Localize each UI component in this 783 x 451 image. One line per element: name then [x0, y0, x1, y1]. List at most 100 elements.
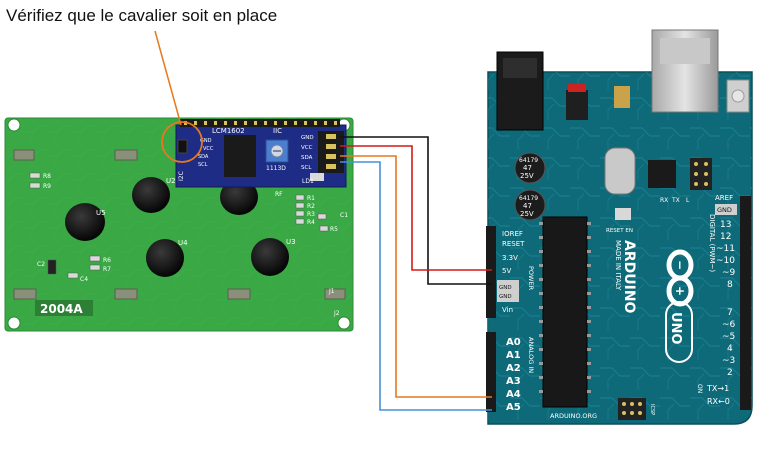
cap1-line3: 25V [520, 172, 534, 180]
pin-d10: ~10 [716, 256, 735, 266]
label-r6: R6 [103, 257, 111, 264]
label-c1: C1 [340, 212, 348, 219]
backlight-jumper[interactable] [177, 139, 188, 154]
cap1-line2: 47 [523, 164, 532, 172]
wire-scl [340, 161, 492, 411]
pin-d1: TX→1 [706, 384, 729, 393]
pin-d12: 12 [720, 232, 731, 242]
cap2-line1: 64179 [519, 195, 538, 202]
label-r7: R7 [103, 266, 111, 273]
digital-label: DIGITAL (PWM~) [708, 214, 716, 272]
l-led-label: L [686, 197, 690, 204]
i2c-pin-vcc: VCC [301, 145, 313, 151]
pin-gnd-digital: GND [717, 206, 732, 214]
on-label: ON [696, 384, 703, 393]
label-j2: J2 [333, 310, 340, 317]
made-in-label: MADE IN ITALY [614, 240, 622, 291]
cob-chip-u3 [251, 238, 289, 276]
label-r8: R8 [43, 173, 51, 180]
arduino-uno: 64179 47 25V 64179 47 25V [486, 29, 753, 425]
pin-gnd1: GND [499, 285, 512, 291]
digital-header [740, 196, 751, 410]
cob-chip-u4 [146, 239, 184, 277]
label-r2: R2 [307, 203, 315, 210]
pin-d4: 4 [727, 344, 733, 354]
label-c4: C4 [80, 276, 88, 283]
label-r4: R4 [307, 219, 315, 226]
pin-d2: 2 [727, 368, 733, 378]
cap1-line1: 64179 [519, 157, 538, 164]
lcd-module: U2 U3 U4 U5 R8 R9 R6 R7 C4 C2 C1 J1 J2 [4, 30, 354, 332]
backpack-pin-sda: SDA [198, 154, 209, 160]
pin-a0: A0 [506, 337, 521, 348]
lcd-model-label: 2004A [40, 302, 83, 316]
wire-gnd [340, 136, 492, 285]
svg-text:+: + [673, 286, 687, 296]
i2c-pin-scl: SCL [301, 165, 312, 171]
label-r9: R9 [43, 183, 51, 190]
pin-a1: A1 [506, 350, 521, 361]
pin-aref: AREF [715, 194, 733, 202]
label-j1: J1 [328, 288, 335, 295]
mount-hole [7, 316, 21, 330]
pin-a3: A3 [506, 376, 521, 387]
label-u3: U3 [286, 238, 296, 246]
atmega-chip [542, 216, 588, 408]
i2c-pin-gnd: GND [301, 135, 314, 141]
pin-d0: RX←0 [707, 397, 730, 406]
label-c2: C2 [37, 261, 45, 268]
caption: Vérifiez que le cavalier soit en place [6, 6, 278, 25]
mount-hole [7, 118, 21, 132]
website-label: ARDUINO.ORG [550, 412, 597, 420]
power-header [486, 226, 496, 318]
pin-reset: RESET [502, 240, 525, 248]
pin-d6: ~6 [722, 320, 736, 330]
capacitor-1: 64179 47 25V [514, 152, 546, 184]
pin-d8: 8 [727, 280, 733, 290]
pcf8574-chip [224, 135, 256, 177]
label-ld1: LD1 [302, 178, 314, 185]
rx-led-label: RX [660, 197, 668, 204]
i2c-pin-sda: SDA [301, 155, 313, 161]
i2c-side-label: I2C [178, 171, 185, 181]
jumper-highlight-circle [161, 121, 203, 163]
backpack-pin-gnd: GND [200, 138, 212, 144]
label-r5: R5 [330, 226, 338, 233]
pin-a5: A5 [506, 402, 521, 413]
label-u5: U5 [96, 209, 106, 217]
wire-vcc [340, 145, 492, 271]
brand-label: ARDUINO [621, 240, 637, 314]
label-r1: R1 [307, 195, 315, 202]
arduino-logo: − + [666, 249, 694, 307]
analog-label: ANALOG IN [527, 337, 535, 373]
pin-gnd2: GND [499, 294, 512, 300]
pin-d3: ~3 [722, 356, 735, 366]
cap2-line3: 25V [520, 210, 534, 218]
pin-d13: 13 [720, 220, 731, 230]
pin-d11: ~11 [716, 244, 735, 254]
pin-3v3: 3.3V [502, 254, 518, 262]
tx-led-label: TX [671, 197, 680, 204]
crystal [604, 147, 636, 195]
cap2-line2: 47 [523, 202, 532, 210]
icsp-label: ICSP [649, 404, 655, 415]
power-label: POWER [527, 266, 535, 291]
iic-label: IIC [273, 127, 282, 135]
i2c-module-label: LCM1602 [212, 127, 245, 135]
backpack-pin-scl: SCL [198, 162, 208, 168]
pot-code: 1113D [266, 165, 286, 172]
pin-5v: 5V [502, 267, 511, 275]
pin-d7: 7 [727, 308, 733, 318]
capacitor-2: 64179 47 25V [514, 189, 546, 221]
pin-d5: ~5 [722, 332, 735, 342]
label-r3: R3 [307, 211, 315, 218]
i2c-backpack: 1113D LCM1602 IIC I2C GND VCC SDA SCL GN… [175, 119, 347, 198]
label-u4: U4 [178, 239, 188, 247]
pin-a2: A2 [506, 363, 521, 374]
cob-chip-u5 [65, 203, 105, 241]
label-rf: RF [275, 191, 283, 198]
svg-text:−: − [673, 260, 687, 270]
backpack-pin-vcc: VCC [203, 146, 214, 152]
cob-chip-u2 [132, 177, 170, 213]
